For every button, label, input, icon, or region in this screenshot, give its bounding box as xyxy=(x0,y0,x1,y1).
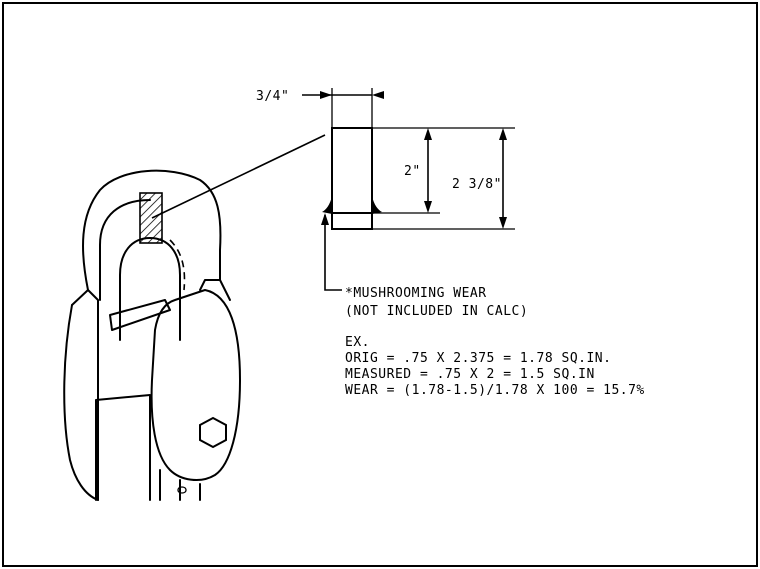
example-heading: EX. xyxy=(345,335,370,350)
width-label: 3/4" xyxy=(256,89,289,104)
callout-line-1: *MUSHROOMING WEAR xyxy=(345,286,487,301)
outer-height-label: 2 3/8" xyxy=(452,177,502,192)
example-measured: MEASURED = .75 X 2 = 1.5 SQ.IN xyxy=(345,367,595,382)
link-outer-outline xyxy=(82,169,222,291)
left-plate-curve xyxy=(63,304,99,501)
width-arrow-right xyxy=(372,91,384,99)
notes-block: *MUSHROOMING WEAR (NOT INCLUDED IN CALC)… xyxy=(345,286,645,398)
left-side-plate xyxy=(71,289,99,501)
inner-link-left xyxy=(99,199,151,301)
inner-height-label: 2" xyxy=(404,164,421,179)
pin-shank xyxy=(95,394,151,501)
example-orig: ORIG = .75 X 2.375 = 1.78 SQ.IN. xyxy=(345,351,611,366)
width-arrow-left xyxy=(320,91,332,99)
example-wear: WEAR = (1.78-1.5)/1.78 X 100 = 15.7% xyxy=(345,383,645,398)
inner-link-right-top xyxy=(199,279,231,301)
chain-link-illustration xyxy=(63,134,326,501)
mushroom-wear-right xyxy=(372,196,382,214)
callout-line-2: (NOT INCLUDED IN CALC) xyxy=(345,304,528,319)
section-leader-line xyxy=(151,134,326,219)
cross-section-detail: 3/4" 2" 2 3/8" xyxy=(256,88,515,291)
lower-shaft xyxy=(159,469,201,501)
front-side-plate xyxy=(150,289,241,482)
callout-leader xyxy=(324,215,342,291)
hidden-line xyxy=(169,239,186,291)
center-bar xyxy=(109,299,171,331)
mushroom-wear-left xyxy=(322,196,332,214)
small-hole xyxy=(177,486,187,494)
hex-bolt-icon xyxy=(199,416,227,449)
cross-section-hatch xyxy=(139,192,163,244)
